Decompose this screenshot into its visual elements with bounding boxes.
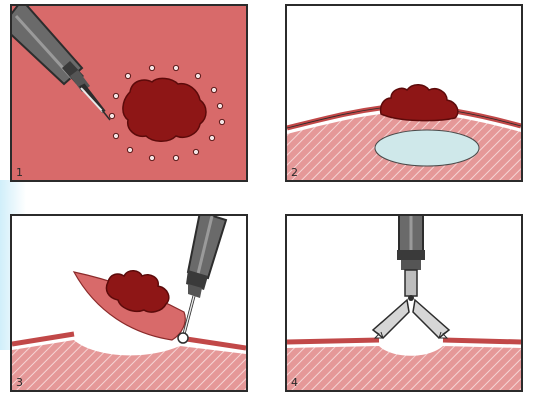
marking-dot bbox=[149, 65, 154, 70]
lesion bbox=[123, 78, 206, 141]
marking-dot bbox=[113, 93, 118, 98]
panel-1: 1 bbox=[10, 4, 248, 182]
marking-dot bbox=[125, 73, 130, 78]
instrument-knife bbox=[178, 216, 226, 343]
marking-dot bbox=[127, 147, 132, 152]
marking-dot bbox=[211, 87, 216, 92]
marking-dot bbox=[217, 103, 222, 108]
panel-2-drawing bbox=[287, 6, 521, 180]
fluid-cushion bbox=[375, 130, 479, 166]
marking-dot bbox=[219, 119, 224, 124]
lesion bbox=[381, 85, 458, 121]
panel-1-drawing bbox=[12, 6, 246, 180]
marking-dot bbox=[193, 149, 198, 154]
mucosa-line bbox=[287, 340, 379, 342]
marking-dot bbox=[113, 133, 118, 138]
mucosa-line bbox=[443, 340, 521, 342]
panel-4-drawing bbox=[287, 216, 521, 390]
defect-area bbox=[379, 332, 443, 355]
instrument-clip bbox=[373, 216, 449, 338]
marking-dot bbox=[109, 113, 114, 118]
marking-dot bbox=[173, 155, 178, 160]
panel-3-drawing bbox=[12, 216, 246, 390]
marking-dot bbox=[209, 135, 214, 140]
panel-number: 1 bbox=[16, 167, 23, 178]
marking-dot bbox=[195, 73, 200, 78]
panel-4: 4 bbox=[285, 214, 523, 392]
marking-dot bbox=[173, 65, 178, 70]
marking-dot bbox=[149, 155, 154, 160]
panel-number: 4 bbox=[291, 377, 298, 388]
mucosa-line bbox=[180, 338, 246, 348]
panel-number: 3 bbox=[16, 377, 23, 388]
panel-3: 3 bbox=[10, 214, 248, 392]
panel-number: 2 bbox=[291, 167, 298, 178]
panel-2: 2 bbox=[285, 4, 523, 182]
